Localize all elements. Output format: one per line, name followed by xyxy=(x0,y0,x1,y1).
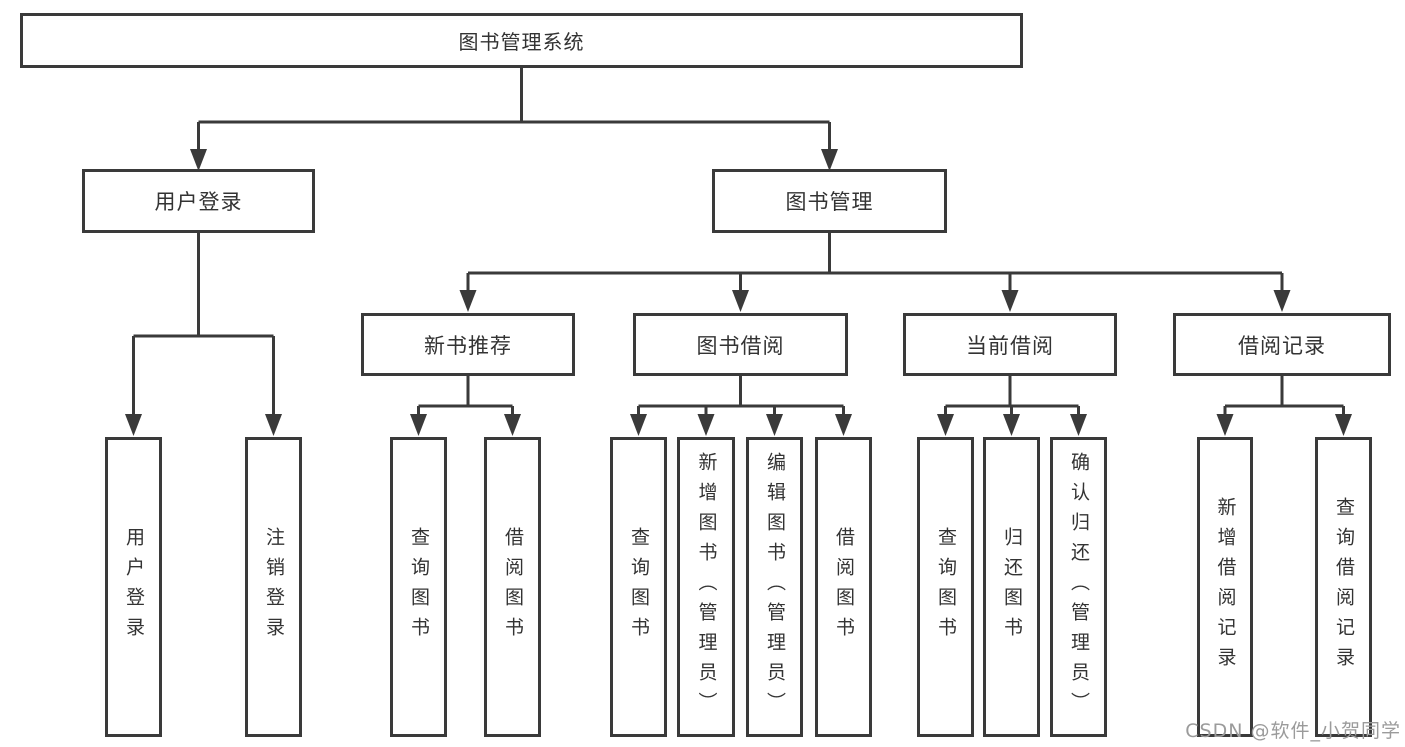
arrow-down-icon xyxy=(125,414,142,436)
arrow-down-icon xyxy=(1070,414,1087,436)
arrow-down-icon xyxy=(459,290,477,312)
arrow-down-icon xyxy=(504,414,521,436)
leaf-borrow-books: 借阅图书 xyxy=(815,437,872,737)
leaf-query-books-current: 查询图书 xyxy=(917,437,974,737)
arrow-down-icon xyxy=(410,414,427,436)
node-label: 借阅图书 xyxy=(833,527,855,647)
node-label: 当前借阅 xyxy=(966,333,1054,358)
leaf-logout: 注销登录 xyxy=(245,437,302,737)
arrow-down-icon xyxy=(937,414,954,436)
node-label: 查询图书 xyxy=(628,527,650,647)
node-label: 借阅图书 xyxy=(502,527,524,647)
node-label: 借阅记录 xyxy=(1238,333,1326,358)
leaf-query-borrow-record: 查询借阅记录 xyxy=(1315,437,1372,737)
arrow-down-icon xyxy=(732,290,749,312)
arrowheads xyxy=(125,149,1352,436)
node-new-book-recommendation: 新书推荐 xyxy=(361,313,575,376)
connector-lines xyxy=(132,68,1345,416)
leaf-return-books: 归还图书 xyxy=(983,437,1040,737)
node-label: 注销登录 xyxy=(263,527,285,647)
leaf-add-books-admin: 新增图书（管理员） xyxy=(677,437,735,737)
arrow-down-icon xyxy=(1335,414,1352,436)
node-label: 查询图书 xyxy=(408,527,430,647)
arrow-down-icon xyxy=(190,149,207,171)
node-book-management: 图书管理 xyxy=(712,169,947,233)
node-label: 图书借阅 xyxy=(696,333,785,358)
node-label: 图书管理 xyxy=(785,190,874,214)
leaf-query-books-recommend: 查询图书 xyxy=(390,437,447,737)
arrow-down-icon xyxy=(265,414,282,436)
node-current-borrowing: 当前借阅 xyxy=(903,313,1117,376)
node-label: 编辑图书（管理员） xyxy=(764,452,786,722)
arrow-down-icon xyxy=(1273,290,1291,312)
arrow-down-icon xyxy=(821,149,838,171)
node-label: 新增图书（管理员） xyxy=(695,452,718,722)
node-system-root: 图书管理系统 xyxy=(20,13,1023,68)
node-label: 新书推荐 xyxy=(424,333,512,358)
leaf-borrow-books-recommend: 借阅图书 xyxy=(484,437,541,737)
node-label: 确认归还（管理员） xyxy=(1068,452,1090,722)
node-book-borrowing: 图书借阅 xyxy=(633,313,848,376)
arrow-down-icon xyxy=(697,414,715,436)
csdn-watermark: CSDN @软件_小贺同学 xyxy=(1185,720,1401,742)
leaf-confirm-return-admin: 确认归还（管理员） xyxy=(1050,437,1107,737)
node-label: 新增借阅记录 xyxy=(1214,497,1237,677)
leaf-add-borrow-record: 新增借阅记录 xyxy=(1197,437,1253,737)
arrow-down-icon xyxy=(1001,290,1019,312)
leaf-edit-books-admin: 编辑图书（管理员） xyxy=(746,437,803,737)
leaf-query-books-borrowing: 查询图书 xyxy=(610,437,667,737)
arrow-down-icon xyxy=(835,414,852,436)
arrow-down-icon xyxy=(1003,414,1020,436)
arrow-down-icon xyxy=(766,414,783,436)
node-label: 归还图书 xyxy=(1001,527,1023,647)
arrow-down-icon xyxy=(1216,414,1234,436)
node-label: 查询图书 xyxy=(935,527,957,647)
node-label: 用户登录 xyxy=(123,527,145,647)
arrow-down-icon xyxy=(630,414,647,436)
node-user-login: 用户登录 xyxy=(82,169,315,233)
leaf-user-login: 用户登录 xyxy=(105,437,162,737)
node-label: 用户登录 xyxy=(154,190,243,214)
node-label: 图书管理系统 xyxy=(458,30,585,54)
node-borrowing-records: 借阅记录 xyxy=(1173,313,1391,376)
node-label: 查询借阅记录 xyxy=(1333,497,1355,677)
